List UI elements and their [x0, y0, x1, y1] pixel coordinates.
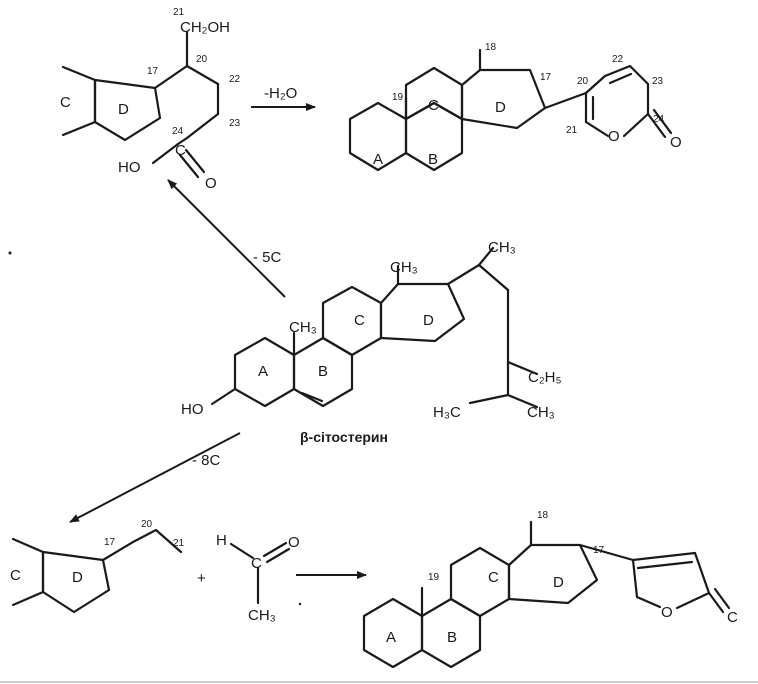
locant-23: 23 — [652, 76, 664, 87]
arrow-loss-8c: - 8C — [69, 432, 241, 523]
aldehyde-hydrogen: H — [216, 532, 227, 549]
ring-a-label: A — [386, 629, 396, 646]
methyl-10: CH₃ — [289, 319, 317, 336]
ring-d-label: D — [495, 99, 506, 116]
acetaldehyde-methyl: CH₃ — [248, 607, 276, 624]
ring-d-label: D — [118, 101, 129, 118]
arrow-dehydration: -H₂O — [251, 85, 316, 111]
aldehyde-oxygen: O — [288, 534, 300, 551]
ring-b-label: B — [318, 363, 328, 380]
locant-20: 20 — [141, 519, 153, 530]
locant-17: 17 — [593, 545, 605, 556]
butenolide-ring-oxygen: O — [661, 604, 673, 621]
methyl-13: CH₃ — [390, 259, 418, 276]
ring-c-label: C — [354, 312, 365, 329]
acid-hydroxyl: HO — [118, 159, 141, 176]
locant-22: 22 — [229, 74, 241, 85]
locant-24: 24 — [653, 114, 665, 125]
carbonyl-oxygen: O — [670, 134, 682, 151]
ring-a-label: A — [373, 151, 383, 168]
isopropyl-right-methyl: CH₃ — [527, 404, 555, 421]
compound-name: β-сітостерин — [300, 429, 388, 445]
acid-carbon: C — [175, 142, 186, 159]
ring-c-label: C — [428, 97, 439, 114]
ring-b-label: B — [428, 151, 438, 168]
ring-a-label: A — [258, 363, 268, 380]
locant-19: 19 — [428, 572, 440, 583]
locant-21: 21 — [566, 125, 578, 136]
ring-c-label: C — [60, 94, 71, 111]
ring-d-label: D — [72, 569, 83, 586]
ring-c-label: C — [10, 567, 21, 584]
locant-20: 20 — [196, 54, 208, 65]
locant-21: 21 — [173, 538, 185, 549]
isopropyl-left-methyl: H₃C — [433, 404, 461, 421]
locant-23: 23 — [229, 118, 241, 129]
locant-17: 17 — [540, 72, 552, 83]
aldehyde-carbon: C — [251, 555, 262, 572]
fragment-top-left: C D CH₂OH HO C O 21 20 17 22 23 24 — [60, 7, 241, 192]
locant-22: 22 — [612, 54, 624, 65]
ring-c-label: C — [488, 569, 499, 586]
methyl-20: CH₃ — [488, 239, 516, 256]
locant-17: 17 — [147, 66, 159, 77]
locant-18: 18 — [485, 42, 497, 53]
stray-dot — [8, 251, 12, 255]
arrow-loss-5c: - 5C — [167, 179, 286, 298]
locant-18: 18 — [537, 510, 549, 521]
loss-8c-label: - 8C — [192, 452, 221, 469]
plus-sign: + — [197, 570, 206, 587]
exocyclic-carbon: C — [727, 609, 738, 626]
fragment-bottom-left: C D 17 20 21 — [10, 519, 185, 614]
molecule-acetaldehyde: H C O CH₃ — [216, 532, 300, 624]
stray-dot — [298, 602, 302, 606]
hydroxyl-3: HO — [181, 401, 204, 418]
locant-20: 20 — [577, 76, 589, 87]
molecule-beta-sitosterol: A B C D CH₃ CH₃ CH₃ C₂H₅ H₃C CH₃ HO β-сі… — [181, 239, 562, 445]
molecule-cardenolide: A B C D O C 19 18 17 — [362, 510, 738, 669]
hydroxymethyl-group: CH₂OH — [180, 19, 230, 36]
locant-24: 24 — [172, 126, 184, 137]
locant-19: 19 — [392, 92, 404, 103]
ring-d-label: D — [553, 574, 564, 591]
molecule-bufadienolide: A B C D O O 19 18 17 20 22 23 21 24 — [348, 42, 682, 172]
ring-d-label: D — [423, 312, 434, 329]
arrow-condensation — [296, 571, 367, 606]
lactone-ring-oxygen: O — [608, 128, 620, 145]
ethyl-24: C₂H₅ — [528, 369, 562, 386]
dehydration-label: -H₂O — [264, 85, 297, 102]
locant-21: 21 — [173, 7, 185, 18]
ring-b-label: B — [447, 629, 457, 646]
acid-oxygen: O — [205, 175, 217, 192]
locant-17: 17 — [104, 537, 116, 548]
loss-5c-label: - 5C — [253, 249, 282, 266]
